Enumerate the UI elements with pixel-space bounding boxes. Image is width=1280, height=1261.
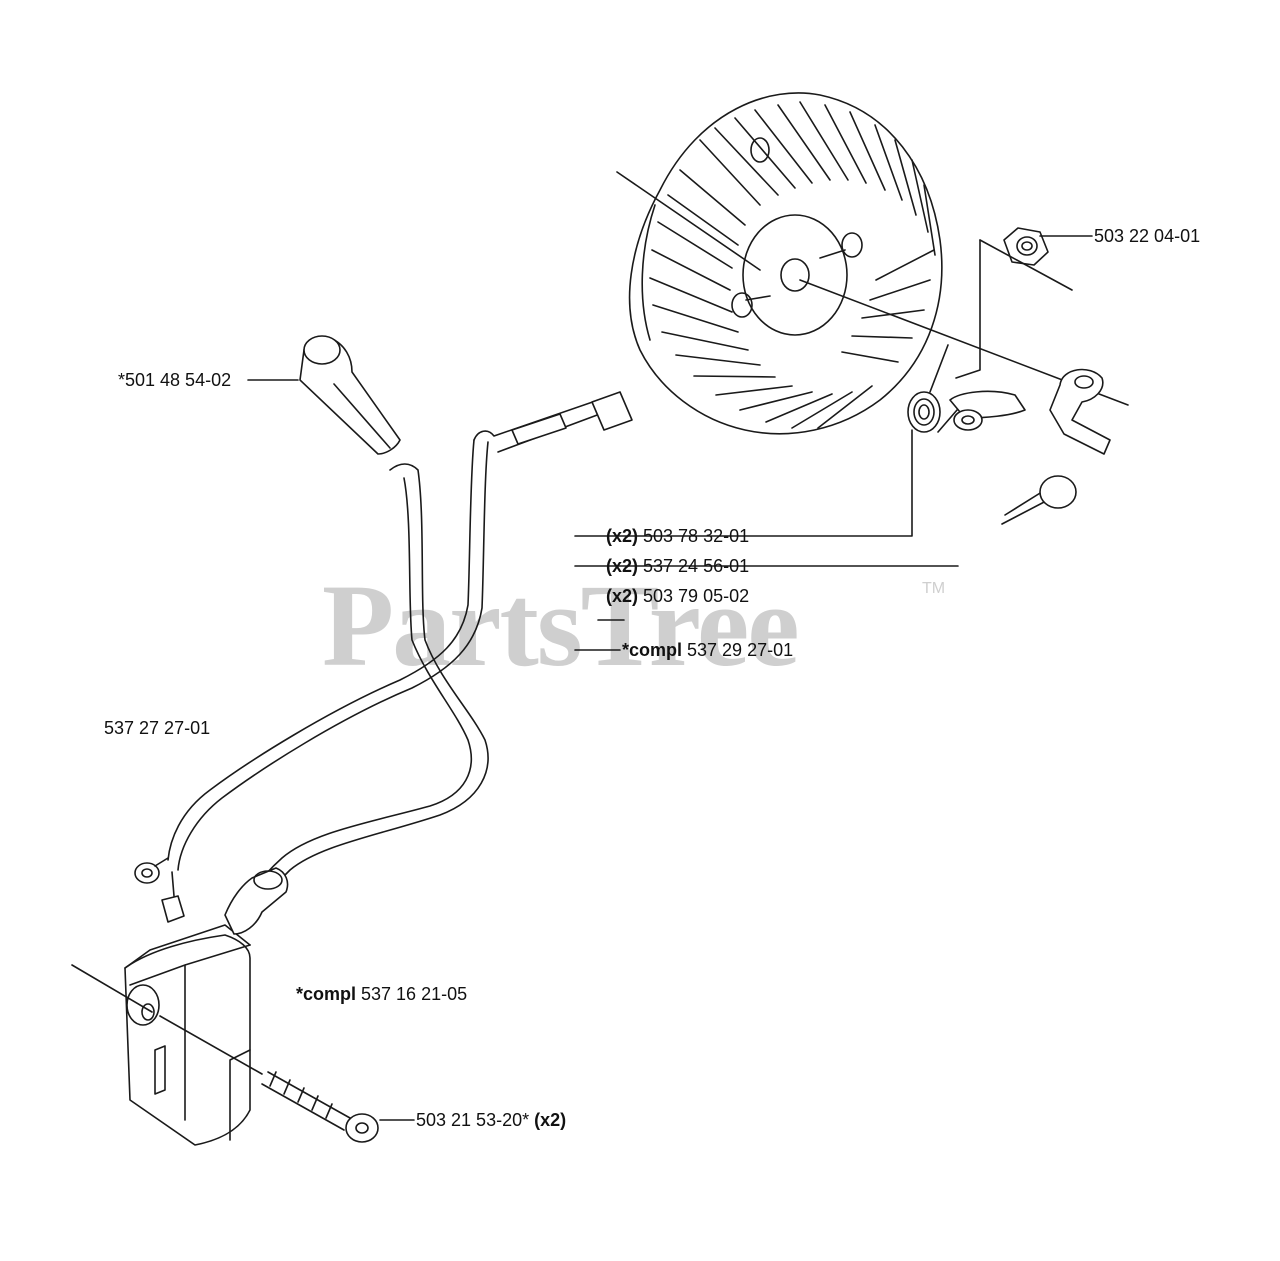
label-module-compl: *compl 537 16 21-05: [296, 984, 467, 1004]
label-spring-qty: (x2): [606, 526, 639, 546]
ignition-module[interactable]: [125, 868, 288, 1145]
label-pawl: (x2) 537 24 56-01: [606, 556, 749, 576]
label-spark-cap: *501 48 54-02: [118, 370, 231, 390]
flywheel-axis-line: [617, 172, 760, 270]
starter-pawl[interactable]: [950, 391, 1025, 430]
label-flywheel-compl: *compl 537 29 27-01: [622, 640, 793, 660]
hook-lever[interactable]: [1050, 370, 1110, 454]
label-flywheel-compl-text: 537 29 27-01: [682, 640, 794, 660]
label-nut: 503 22 04-01: [1094, 226, 1200, 246]
label-pawl-text: 537 24 56-01: [638, 556, 750, 576]
label-spring-text: 503 78 32-01: [638, 526, 750, 546]
label-flywheel-compl-prefix: *compl: [622, 640, 683, 660]
label-washer: (x2) 503 79 05-02: [606, 586, 749, 606]
label-module-compl-text: 537 16 21-05: [356, 984, 468, 1004]
spark-plug-cap[interactable]: [300, 336, 400, 454]
label-nut-text: 503 22 04-01: [1094, 226, 1201, 246]
spring-leader: [575, 430, 912, 536]
partstree-watermark: PartsTree: [322, 560, 800, 691]
label-washer-qty: (x2): [606, 586, 639, 606]
trademark-symbol: TM: [922, 580, 946, 597]
ground-wire[interactable]: [135, 392, 632, 922]
label-screw-text: 503 21 53-20*: [416, 1110, 535, 1130]
flywheel[interactable]: [630, 93, 942, 434]
label-pawl-qty: (x2): [606, 556, 639, 576]
label-spark-cap-text: *501 48 54-02: [118, 370, 232, 390]
label-wire-text: 537 27 27-01: [104, 718, 211, 738]
module-axis-line-right: [160, 1016, 262, 1074]
nut-bracket-line: [956, 240, 980, 378]
flywheel-nut[interactable]: [1004, 228, 1048, 265]
module-axis-line: [72, 965, 152, 1012]
label-wire: 537 27 27-01: [104, 718, 210, 738]
pawl-pin[interactable]: [1002, 476, 1076, 524]
label-spring: (x2) 503 78 32-01: [606, 526, 749, 546]
ignition-lead-wire[interactable]: [240, 464, 488, 925]
label-washer-text: 503 79 05-02: [638, 586, 750, 606]
module-screw[interactable]: [262, 1072, 378, 1142]
label-screw: 503 21 53-20* (x2): [416, 1110, 566, 1130]
label-screw-qty: (x2): [534, 1110, 567, 1130]
nut-axis-line: [980, 240, 1072, 290]
label-module-compl-prefix: *compl: [296, 984, 357, 1004]
